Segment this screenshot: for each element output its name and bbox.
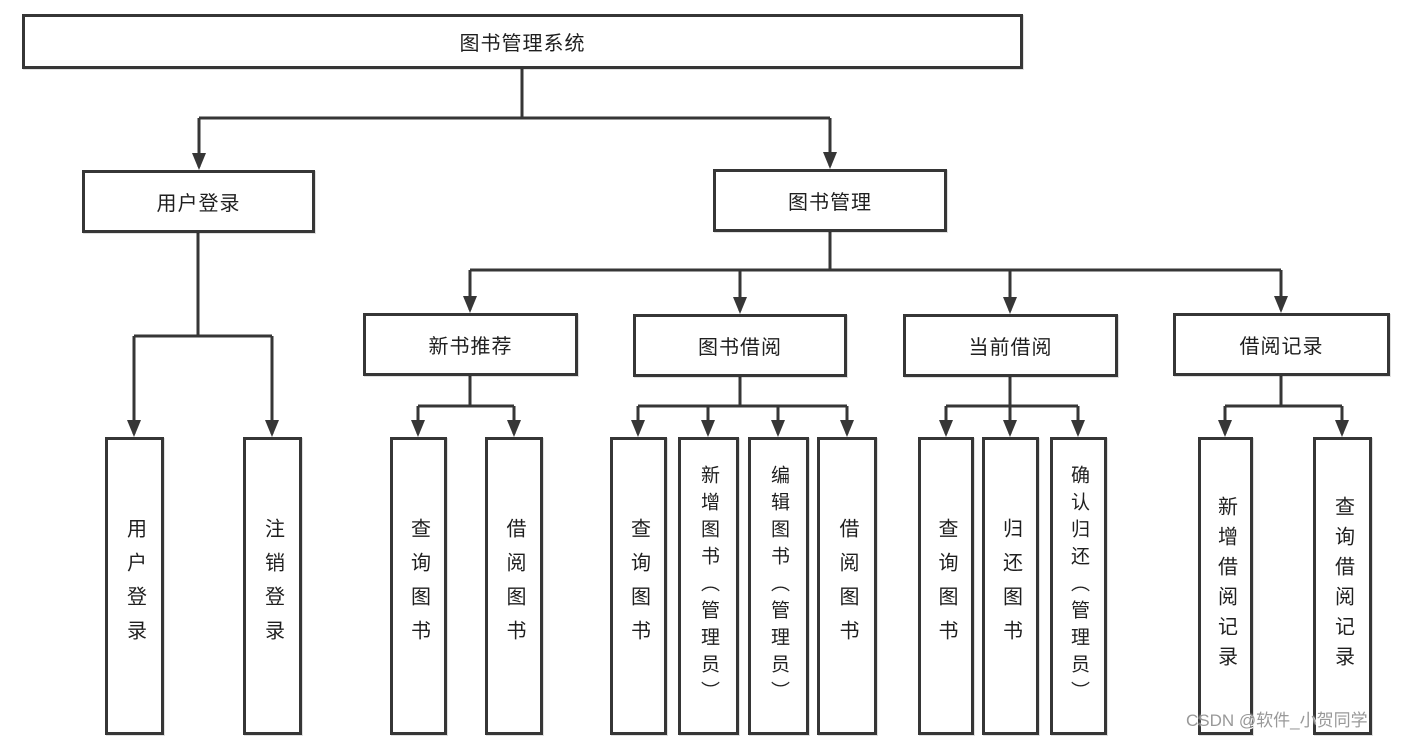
leaf-borrow-books: 借阅图书 bbox=[817, 437, 877, 735]
leaf-label: 查询图书 bbox=[627, 518, 650, 654]
leaf-add-books-admin: 新增图书（管理员） bbox=[678, 437, 739, 735]
leaf-label: 查询图书 bbox=[935, 518, 957, 654]
leaf-user-login: 用户登录 bbox=[105, 437, 164, 735]
leaf-label: 查询借阅记录 bbox=[1331, 496, 1354, 676]
leaf-edit-books-admin: 编辑图书（管理员） bbox=[748, 437, 809, 735]
node-label: 借阅记录 bbox=[1239, 336, 1324, 358]
node-library-management-system: 图书管理系统 bbox=[22, 14, 1023, 69]
node-book-management: 图书管理 bbox=[713, 169, 947, 232]
leaf-label: 借阅图书 bbox=[503, 518, 525, 654]
node-new-book-recommend: 新书推荐 bbox=[363, 313, 578, 376]
leaf-borrow-books-recommend: 借阅图书 bbox=[485, 437, 543, 735]
leaf-confirm-return-admin: 确认归还（管理员） bbox=[1050, 437, 1107, 735]
leaf-query-books-current: 查询图书 bbox=[918, 437, 974, 735]
node-label: 当前借阅 bbox=[968, 337, 1053, 359]
leaf-query-books-borrow: 查询图书 bbox=[610, 437, 667, 735]
node-label: 图书管理 bbox=[788, 192, 872, 214]
leaf-label: 用户登录 bbox=[123, 518, 146, 654]
leaf-label: 编辑图书（管理员） bbox=[768, 464, 789, 708]
node-label: 新书推荐 bbox=[428, 336, 513, 358]
leaf-add-borrow-record: 新增借阅记录 bbox=[1198, 437, 1253, 735]
leaf-return-books: 归还图书 bbox=[982, 437, 1039, 735]
leaf-label: 查询图书 bbox=[407, 518, 430, 654]
node-book-borrow: 图书借阅 bbox=[633, 314, 847, 377]
leaf-logout: 注销登录 bbox=[243, 437, 302, 735]
node-label: 图书管理系统 bbox=[459, 33, 586, 55]
leaf-label: 借阅图书 bbox=[836, 518, 858, 654]
leaf-query-books-recommend: 查询图书 bbox=[390, 437, 447, 735]
csdn-watermark: CSDN @软件_小贺同学 bbox=[1186, 711, 1368, 730]
node-label: 用户登录 bbox=[156, 193, 241, 215]
node-label: 图书借阅 bbox=[698, 337, 782, 359]
leaf-label: 确认归还（管理员） bbox=[1068, 464, 1089, 708]
node-user-login: 用户登录 bbox=[82, 170, 315, 233]
leaf-label: 新增图书（管理员） bbox=[698, 464, 719, 708]
leaf-label: 新增借阅记录 bbox=[1214, 496, 1237, 676]
leaf-query-borrow-record: 查询借阅记录 bbox=[1313, 437, 1372, 735]
node-current-borrow: 当前借阅 bbox=[903, 314, 1118, 377]
leaf-label: 注销登录 bbox=[261, 518, 284, 654]
leaf-label: 归还图书 bbox=[999, 518, 1022, 654]
node-borrow-records: 借阅记录 bbox=[1173, 313, 1390, 376]
